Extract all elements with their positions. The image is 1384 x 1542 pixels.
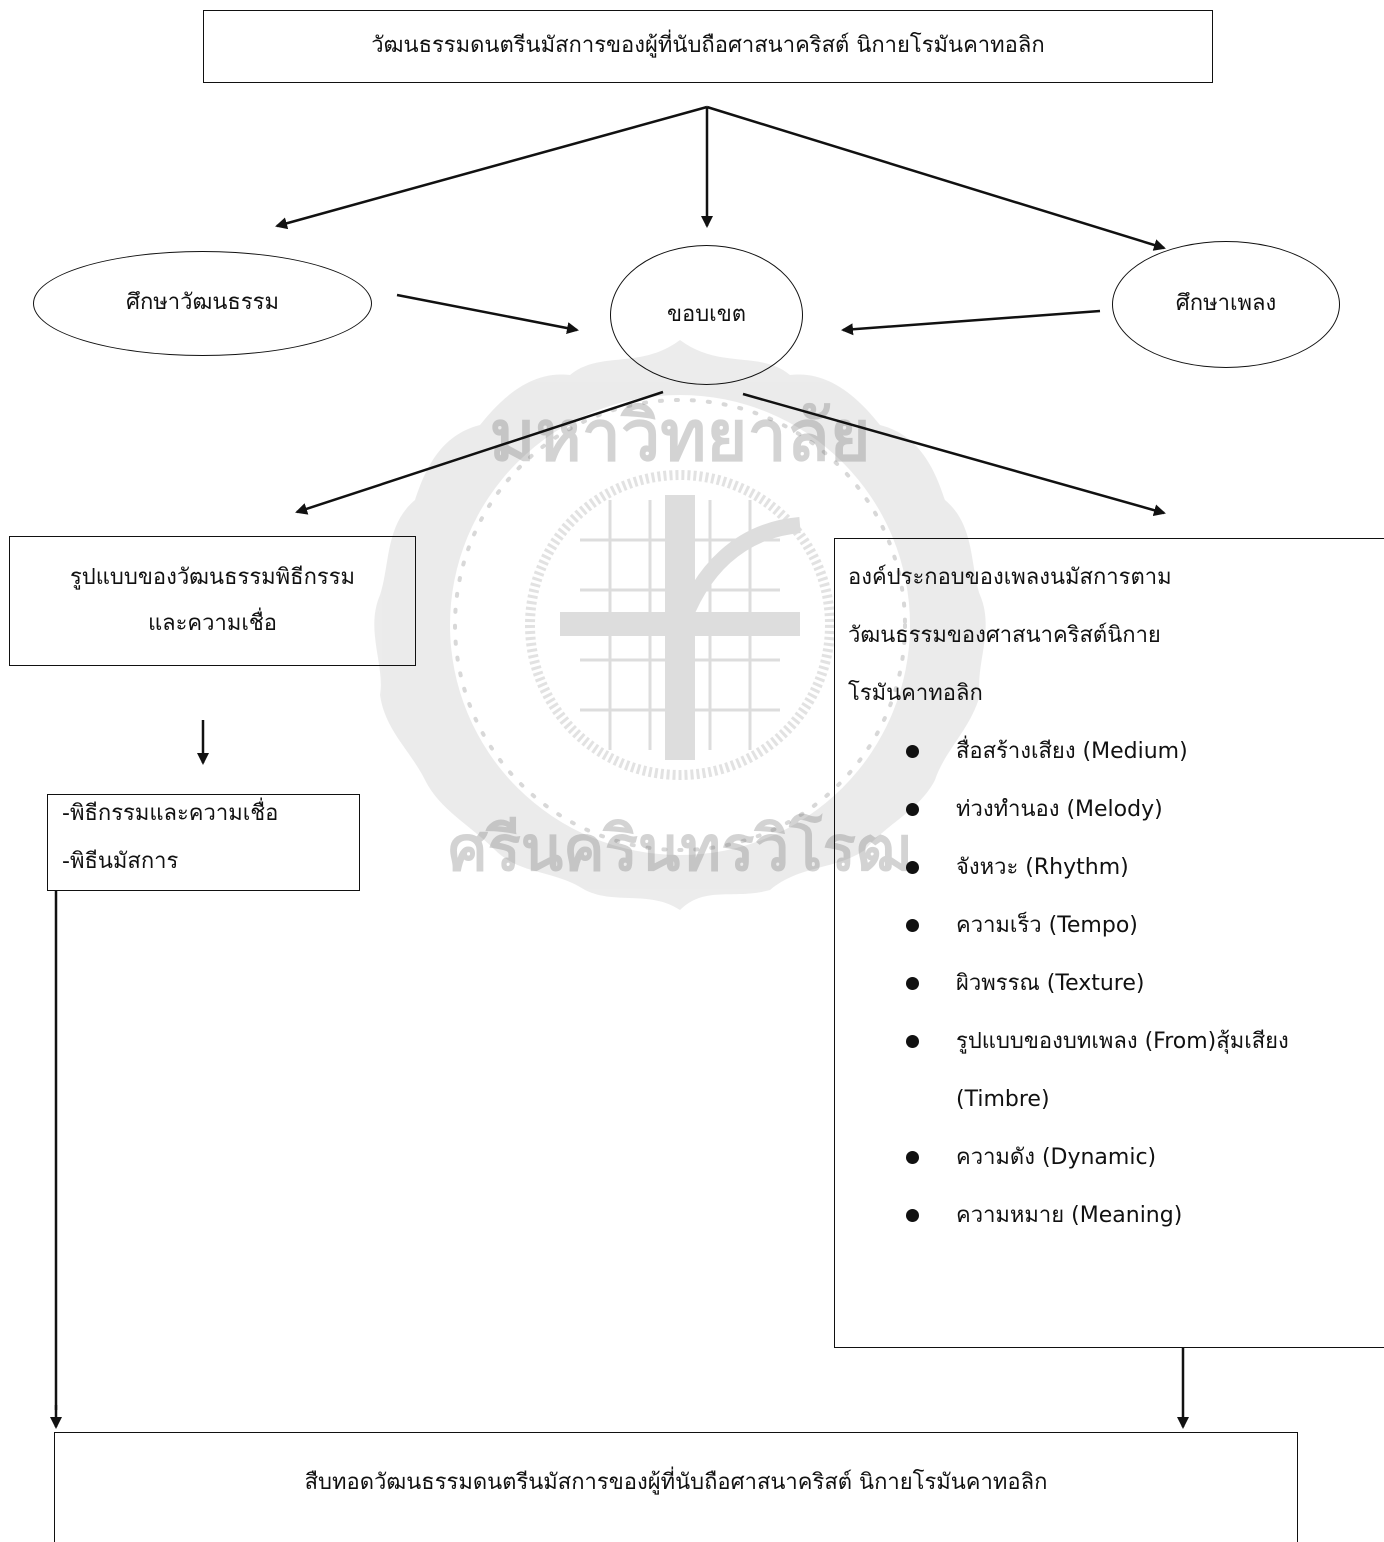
song-elements-heading-line: วัฒนธรรมของศาสนาคริสต์นิกาย [848,623,1161,648]
song-elements-heading: องค์ประกอบของเพลงนมัสการตาม วัฒนธรรมของศ… [848,565,1384,723]
arrow-culture-to-scope [396,293,579,334]
ritual-form-box: รูปแบบของวัฒนธรรมพิธีกรรม และความเชื่อ [9,536,416,666]
list-item: ความดัง (Dynamic) [902,1129,1384,1187]
ritual-list-line2: -พิธีนมัสการ [62,849,179,875]
ritual-list-box: -พิธีกรรมและความเชื่อ -พิธีนมัสการ [47,794,360,891]
node-song-label: ศึกษาเพลง [1175,291,1277,317]
node-song: ศึกษาเพลง [1112,241,1340,368]
footer-box: สืบทอดวัฒนธรรมดนตรีนมัสการของผู้ที่นับถื… [54,1432,1298,1542]
ritual-list-line1: -พิธีกรรมและความเชื่อ [62,801,279,826]
footer-text: สืบทอดวัฒนธรรมดนตรีนมัสการของผู้ที่นับถื… [304,1470,1048,1495]
node-scope: ขอบเขต [610,245,803,385]
seal-top-text: มหาวิทยาลัย [489,395,870,477]
list-item: ความหมาย (Meaning) [902,1187,1384,1245]
title-box: วัฒนธรรมดนตรีนมัสการของผู้ที่นับถือศาสนา… [203,10,1213,83]
list-item-continuation: (Timbre) [956,1087,1050,1112]
arrow-song-to-scope [841,309,1101,336]
song-elements-heading-line: องค์ประกอบของเพลงนมัสการตาม [848,565,1172,590]
list-item: จังหวะ (Rhythm) [902,839,1384,897]
list-item: สื่อสร้างเสียง (Medium) [902,723,1384,781]
diagram-title: วัฒนธรรมดนตรีนมัสการของผู้ที่นับถือศาสนา… [371,33,1045,59]
song-elements-list: สื่อสร้างเสียง (Medium) ท่วงทำนอง (Melod… [902,723,1384,1245]
list-item: รูปแบบของบทเพลง (From)สุ้มเสียง [902,1013,1384,1071]
song-elements-heading-line: โรมันคาทอลิก [848,681,983,706]
node-scope-label: ขอบเขต [666,301,747,327]
ritual-form-line1: รูปแบบของวัฒนธรรมพิธีกรรม [69,564,356,590]
arrow-title-to-song [706,105,1166,251]
arrow-title-to-culture [275,105,708,230]
list-item: ผิวพรรณ (Texture) [902,955,1384,1013]
list-item: ท่วงทำนอง (Melody) [902,781,1384,839]
list-item: ความเร็ว (Tempo) [902,897,1384,955]
node-culture: ศึกษาวัฒนธรรม [33,251,372,356]
song-elements-box: องค์ประกอบของเพลงนมัสการตาม วัฒนธรรมของศ… [834,538,1384,1348]
node-culture-label: ศึกษาวัฒนธรรม [126,290,279,316]
ritual-form-line2: และความเชื่อ [147,611,278,636]
